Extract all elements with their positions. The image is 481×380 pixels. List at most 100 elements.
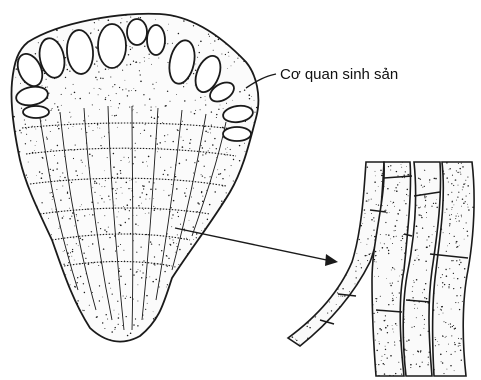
stipple-dot [426,270,427,271]
stipple-dot [376,298,377,299]
stipple-dot [171,184,172,185]
stipple-dot [173,200,175,202]
stipple-dot [335,290,336,291]
stipple-dot [461,206,462,207]
stipple-dot [150,189,152,191]
stipple-dot [169,238,170,239]
stipple-dot [64,250,65,251]
stipple-dot [307,322,309,324]
stipple-dot [37,206,38,207]
stipple-dot [144,57,145,58]
stipple-dot [459,220,460,221]
stipple-dot [449,284,450,285]
stipple-dot [393,236,394,237]
stipple-dot [74,92,76,94]
stipple-dot [75,98,76,99]
stipple-dot [69,208,70,209]
stipple-dot [450,326,451,327]
stipple-dot [315,317,316,318]
stipple-dot [385,210,386,211]
stipple-dot [390,165,391,166]
stipple-dot [394,206,395,207]
stipple-dot [232,100,233,101]
stipple-dot [394,190,395,191]
stipple-dot [135,62,136,63]
stipple-dot [384,373,385,374]
stipple-dot [182,146,184,148]
stipple-dot [375,255,376,256]
stipple-dot [211,125,212,126]
stipple-dot [142,264,143,265]
stipple-dot [394,342,395,343]
stipple-dot [424,289,425,290]
stipple-dot [194,162,195,163]
stipple-dot [67,193,68,194]
stipple-dot [57,126,58,127]
stipple-dot [381,181,382,182]
stipple-dot [118,246,119,247]
stipple-dot [126,89,127,90]
stipple-dot [111,106,112,107]
stipple-dot [228,52,229,53]
stipple-dot [136,61,138,63]
stipple-dot [309,327,310,328]
stipple-dot [137,325,138,326]
stipple-dot [207,219,208,220]
stipple-dot [373,336,374,337]
stipple-dot [136,272,137,273]
stipple-dot [437,341,438,342]
stipple-dot [376,301,377,302]
stipple-dot [88,263,89,264]
stipple-dot [185,195,186,196]
stipple-dot [71,94,72,95]
stipple-dot [129,107,130,108]
stipple-dot [78,245,79,246]
stipple-dot [373,229,374,230]
stipple-dot [112,86,113,87]
stipple-dot [356,266,357,267]
stipple-dot [92,243,93,244]
stipple-dot [415,249,417,251]
stipple-dot [381,329,383,331]
stipple-dot [134,156,135,157]
stipple-dot [129,161,130,162]
stipple-dot [448,344,449,345]
stipple-dot [458,346,459,347]
stipple-dot [142,192,143,193]
stipple-dot [37,207,38,208]
stipple-dot [90,32,91,33]
stipple-dot [441,361,442,362]
stipple-dot [99,128,100,129]
stipple-dot [375,176,376,177]
stipple-dot [115,190,116,191]
stipple-dot [452,175,453,176]
stipple-dot [409,173,410,174]
stipple-dot [448,194,449,195]
stipple-dot [186,159,187,160]
stipple-dot [94,22,95,23]
stipple-dot [373,313,374,314]
stipple-dot [406,350,407,351]
stipple-dot [62,217,64,219]
stipple-dot [391,270,392,271]
stipple-dot [431,242,432,243]
stipple-dot [387,357,388,358]
stipple-dot [357,282,358,283]
stipple-dot [25,124,26,125]
stipple-dot [437,307,438,308]
stipple-dot [77,282,78,283]
stipple-dot [463,203,465,205]
stipple-dot [58,109,60,111]
stipple-dot [425,200,426,201]
stipple-dot [57,122,58,123]
stipple-dot [365,213,366,214]
stipple-dot [429,182,430,183]
stipple-dot [428,363,429,364]
stipple-dot [374,221,375,222]
stipple-dot [81,204,82,205]
stipple-dot [355,283,356,284]
stipple-dot [416,205,417,206]
stipple-dot [218,39,220,41]
stipple-dot [361,242,362,243]
stipple-dot [459,168,460,169]
